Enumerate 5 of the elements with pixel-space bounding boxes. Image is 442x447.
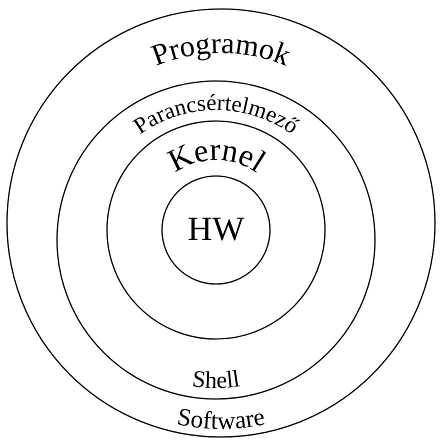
ring-label: Shell <box>190 366 242 394</box>
ring-label: Kernel <box>162 130 272 179</box>
ring-label: Software <box>175 403 267 436</box>
core-label: HW <box>188 211 244 249</box>
ring-label: Programok <box>147 26 295 72</box>
